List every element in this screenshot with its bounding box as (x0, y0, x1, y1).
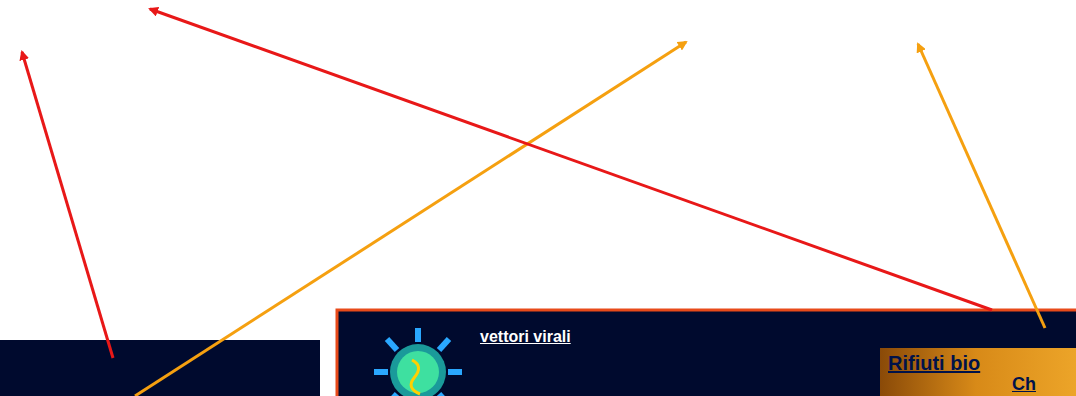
orange-arrow (918, 44, 1045, 328)
node-heading: Rifiuti bio (888, 352, 980, 375)
red-arrow (150, 9, 992, 310)
content-panel: vettori viraliRifiuti bioCh (337, 310, 1076, 396)
virus-icon (374, 328, 462, 396)
orange-arrow (135, 42, 686, 396)
node-heading: vettori virali (480, 328, 571, 346)
left-panel (0, 340, 320, 396)
red-arrow (22, 52, 113, 358)
node-text: Ch (1012, 374, 1036, 395)
waste-box: Rifiuti bioCh (880, 348, 1076, 396)
